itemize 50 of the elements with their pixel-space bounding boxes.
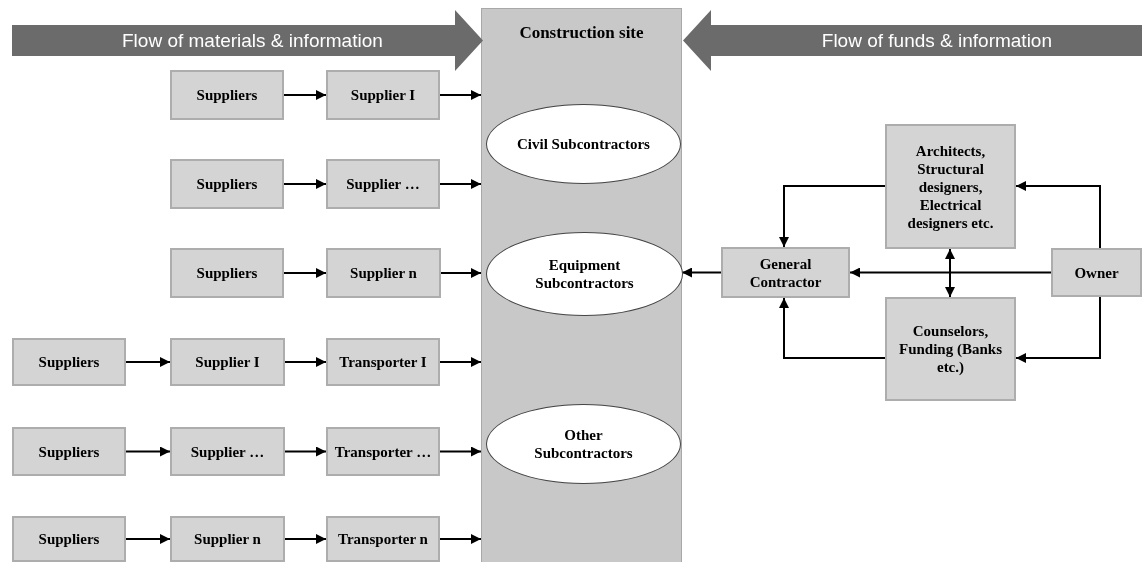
arrow bbox=[779, 297, 886, 359]
arrow bbox=[945, 248, 955, 298]
arrow bbox=[440, 268, 482, 278]
arrow bbox=[439, 90, 482, 100]
process-box: Supplier I bbox=[170, 338, 285, 386]
arrow bbox=[849, 267, 1052, 278]
banner-arrow bbox=[12, 10, 483, 71]
arrow bbox=[283, 268, 327, 278]
arrow bbox=[284, 357, 327, 367]
subcontractor-ellipse: Civil Subcontractors bbox=[486, 104, 681, 184]
process-box: Suppliers bbox=[12, 427, 126, 476]
arrow bbox=[779, 185, 886, 248]
process-box: Transporter n bbox=[326, 516, 440, 562]
process-box: Counselors, Funding (Banks etc.) bbox=[885, 297, 1016, 401]
arrow bbox=[439, 446, 482, 457]
arrow bbox=[681, 267, 722, 278]
process-box: Supplier n bbox=[170, 516, 285, 562]
process-box: Suppliers bbox=[170, 159, 284, 209]
banner-text: Flow of funds & information bbox=[821, 29, 1052, 52]
subcontractor-ellipse: Other Subcontractors bbox=[486, 404, 681, 484]
column-heading: Construction site bbox=[518, 23, 645, 43]
process-box: Supplier I bbox=[326, 70, 440, 120]
banner-arrow bbox=[683, 10, 1142, 71]
subcontractor-ellipse: Equipment Subcontractors bbox=[486, 232, 683, 316]
arrow bbox=[283, 179, 327, 189]
process-box: Suppliers bbox=[170, 70, 284, 120]
arrow bbox=[125, 446, 171, 457]
process-box: Suppliers bbox=[12, 338, 126, 386]
arrow bbox=[1015, 296, 1101, 363]
process-box: Supplier … bbox=[170, 427, 285, 476]
process-box: Architects, Structural designers, Electrical designers etc. bbox=[885, 124, 1016, 249]
process-box: Suppliers bbox=[12, 516, 126, 562]
arrow bbox=[439, 534, 482, 544]
process-box: Transporter I bbox=[326, 338, 440, 386]
arrow bbox=[283, 90, 327, 100]
process-box: General Contractor bbox=[721, 247, 850, 298]
site-column bbox=[481, 8, 682, 562]
process-box: Supplier n bbox=[326, 248, 441, 298]
process-box: Suppliers bbox=[170, 248, 284, 298]
arrow bbox=[1015, 181, 1101, 249]
arrow bbox=[284, 446, 327, 457]
banner-text: Flow of materials & information bbox=[122, 29, 383, 52]
arrow bbox=[284, 534, 327, 544]
process-box: Transporter … bbox=[326, 427, 440, 476]
arrow bbox=[439, 357, 482, 367]
process-box: Owner bbox=[1051, 248, 1142, 297]
arrow bbox=[439, 179, 482, 189]
arrow bbox=[125, 534, 171, 544]
process-box: Supplier … bbox=[326, 159, 440, 209]
arrow bbox=[125, 357, 171, 367]
